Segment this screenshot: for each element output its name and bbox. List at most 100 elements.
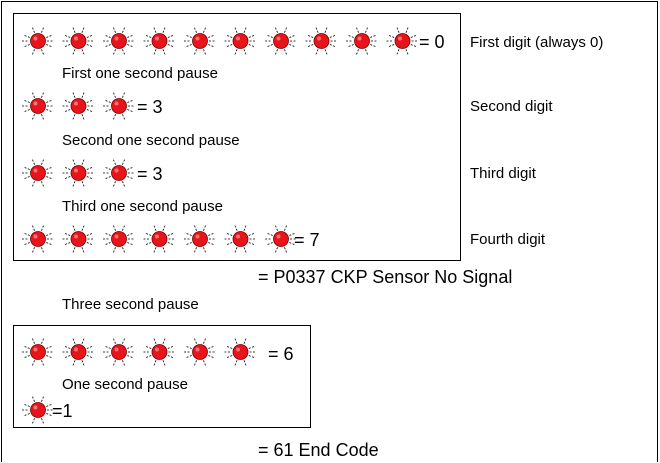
led-ray	[127, 345, 134, 349]
led-ray	[203, 26, 207, 33]
led-highlight	[74, 168, 78, 173]
third-pause-label: Third one second pause	[62, 198, 223, 215]
second-pause-label: Second one second pause	[62, 132, 240, 149]
led-ray	[243, 49, 247, 56]
led-ray	[248, 355, 255, 359]
led-flash-icon	[22, 158, 54, 188]
led-ray	[46, 109, 53, 113]
led-bulb	[354, 33, 370, 49]
led-ray	[112, 26, 116, 33]
led-ray	[31, 337, 35, 344]
led-bulb	[30, 165, 46, 181]
led-ray	[289, 242, 296, 246]
led-highlight	[317, 36, 321, 41]
blink-row-end2	[22, 395, 54, 425]
led-bulb	[30, 33, 46, 49]
led-ray	[46, 345, 53, 349]
led-highlight	[114, 168, 119, 173]
led-ray	[203, 224, 207, 231]
led-ray	[31, 91, 35, 98]
led-flash-icon	[22, 395, 54, 425]
led-ray	[324, 26, 328, 33]
first-pause-label: First one second pause	[62, 65, 218, 82]
led-ray	[145, 34, 152, 38]
led-ray	[208, 34, 215, 38]
led-highlight	[276, 36, 281, 41]
led-ray	[248, 34, 255, 38]
led-ray	[86, 166, 93, 170]
led-ray	[203, 337, 207, 344]
led-ray	[86, 176, 93, 180]
led-ray	[104, 355, 111, 359]
led-bulb	[273, 33, 289, 49]
led-flash-icon	[184, 337, 216, 367]
led-flash-icon	[103, 224, 135, 254]
led-ray	[162, 247, 166, 254]
led-flash-icon	[143, 337, 176, 367]
led-ray	[41, 224, 45, 231]
blink-row-digit3	[22, 158, 135, 188]
blink-row-digit4	[22, 224, 297, 254]
led-ray	[72, 337, 76, 344]
led-ray	[86, 345, 93, 349]
led-flash-icon	[103, 158, 135, 188]
led-bulb	[273, 231, 289, 247]
led-bulb	[192, 344, 208, 360]
led-highlight	[74, 101, 78, 106]
led-ray	[167, 345, 174, 349]
led-ray	[81, 181, 85, 188]
led-ray	[31, 49, 35, 56]
led-ray	[410, 44, 417, 48]
led-flash-icon	[103, 91, 135, 121]
led-ray	[315, 26, 319, 33]
led-ray	[167, 232, 174, 236]
led-bulb	[151, 344, 168, 360]
led-ray	[248, 345, 255, 349]
led-flash-icon	[184, 26, 216, 56]
led-ray	[31, 158, 35, 165]
led-flash-icon	[143, 26, 176, 56]
led-ray	[127, 34, 134, 38]
led-ray	[226, 355, 233, 359]
led-highlight	[357, 36, 362, 41]
led-ray	[46, 166, 53, 170]
led-ray	[81, 91, 85, 98]
blink-row-end1	[22, 337, 257, 367]
led-ray	[274, 49, 278, 56]
led-ray	[153, 224, 157, 231]
led-highlight	[155, 234, 159, 239]
led-ray	[46, 413, 53, 417]
led-ray	[203, 49, 207, 56]
led-ray	[324, 49, 328, 56]
led-ray	[23, 345, 30, 349]
led-ray	[41, 395, 45, 402]
led-ray	[185, 44, 192, 48]
led-ray	[127, 176, 134, 180]
led-ray	[64, 34, 71, 38]
led-ray	[23, 34, 30, 38]
led-ray	[122, 360, 126, 367]
led-ray	[72, 114, 76, 121]
led-ray	[347, 44, 354, 48]
led-ray	[153, 26, 157, 33]
led-ray	[64, 232, 71, 236]
led-ray	[370, 34, 377, 38]
led-flash-icon	[22, 91, 54, 121]
led-ray	[405, 26, 409, 33]
led-ray	[234, 49, 238, 56]
led-highlight	[195, 347, 200, 352]
led-flash-icon	[62, 337, 95, 367]
led-ray	[104, 176, 111, 180]
led-ray	[208, 242, 215, 246]
led-bulb	[151, 33, 168, 49]
led-bulb	[232, 344, 249, 360]
led-bulb	[70, 344, 87, 360]
led-bulb	[111, 231, 127, 247]
digit1-label: First digit (always 0)	[470, 34, 604, 51]
dtc-code-box	[13, 13, 461, 261]
led-highlight	[33, 101, 38, 106]
led-ray	[193, 247, 197, 254]
led-ray	[81, 360, 85, 367]
led-bulb	[192, 231, 208, 247]
